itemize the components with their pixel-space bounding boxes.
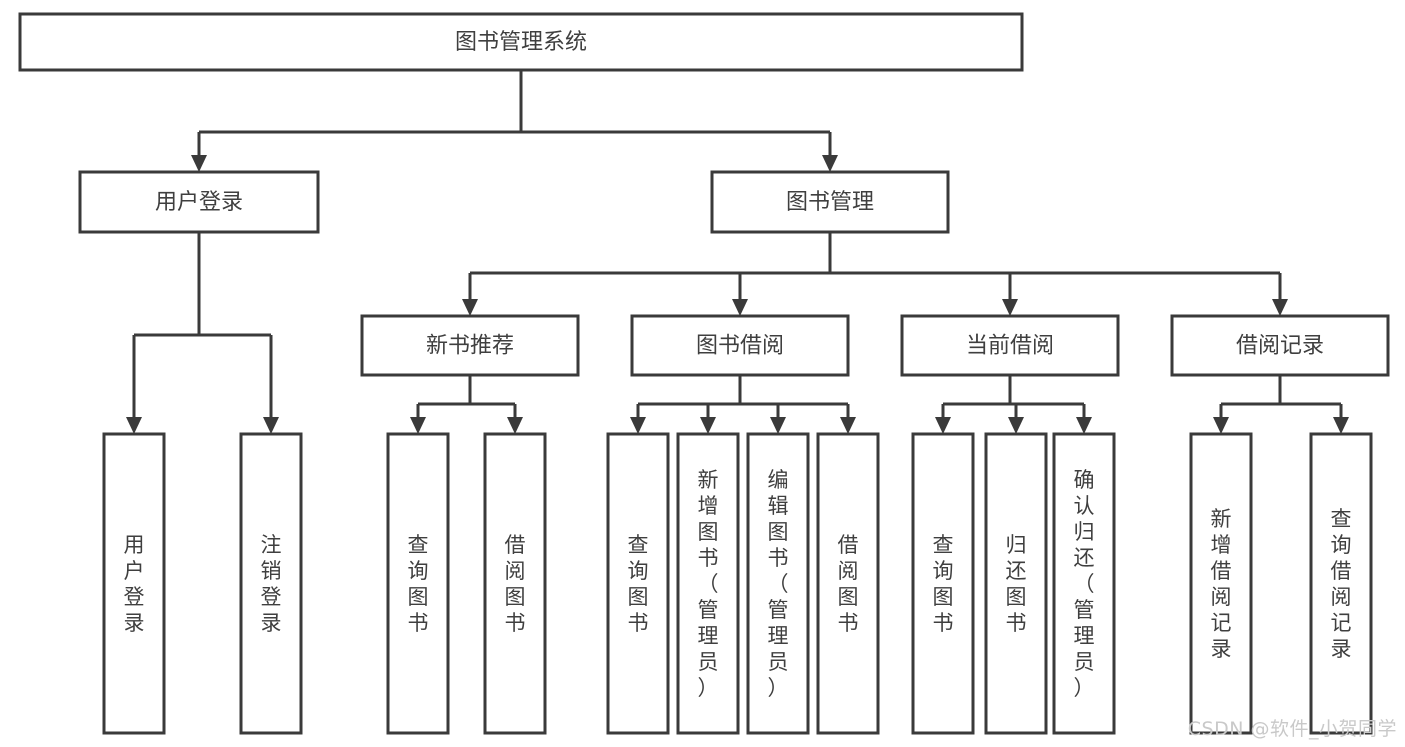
csdn-watermark: CSDN @软件_小贺同学 xyxy=(1187,718,1397,740)
node-label-book-borrow: 图书借阅 xyxy=(696,334,784,359)
node-box-user-login[interactable] xyxy=(78,170,320,234)
node-box-book-borrow[interactable] xyxy=(630,314,850,377)
arrow-icon-borrow-record xyxy=(1272,299,1288,316)
node-box-leaf-edit-book-admin[interactable] xyxy=(746,432,810,735)
node-box-leaf-user-login[interactable] xyxy=(102,432,166,735)
node-leaf-query-book-borrow[interactable]: 查询图书 xyxy=(606,432,670,735)
node-book-borrow[interactable]: 图书借阅 xyxy=(630,314,850,377)
node-label-leaf-edit-book-admin: 编辑图书（管理员） xyxy=(768,468,789,700)
node-box-borrow-record[interactable] xyxy=(1170,314,1390,377)
node-leaf-confirm-return-admin[interactable]: 确认归还（管理员） xyxy=(1052,432,1116,735)
node-box-root[interactable] xyxy=(18,12,1024,72)
node-label-current-borrow: 当前借阅 xyxy=(966,334,1054,359)
node-box-leaf-query-book-borrow[interactable] xyxy=(606,432,670,735)
node-label-user-login: 用户登录 xyxy=(155,190,243,215)
arrow-icon-book-borrow xyxy=(732,299,748,316)
arrow-icon-leaf-return-book xyxy=(1008,417,1024,434)
node-label-leaf-query-book-recommend: 查询图书 xyxy=(408,533,429,635)
node-box-leaf-add-borrow-record[interactable] xyxy=(1189,432,1253,735)
arrow-icon-current-borrow xyxy=(1002,299,1018,316)
node-leaf-return-book[interactable]: 归还图书 xyxy=(984,432,1048,735)
node-current-borrow[interactable]: 当前借阅 xyxy=(900,314,1120,377)
node-label-root: 图书管理系统 xyxy=(455,30,587,55)
arrow-icon-leaf-query-borrow-record xyxy=(1333,417,1349,434)
node-borrow-record[interactable]: 借阅记录 xyxy=(1170,314,1390,377)
node-box-leaf-user-logout[interactable] xyxy=(239,432,303,735)
node-leaf-query-borrow-record[interactable]: 查询借阅记录 xyxy=(1309,432,1373,735)
node-root[interactable]: 图书管理系统 xyxy=(18,12,1024,72)
arrow-icon-leaf-edit-book-admin xyxy=(770,417,786,434)
node-leaf-add-borrow-record[interactable]: 新增借阅记录 xyxy=(1189,432,1253,735)
arrow-icon-leaf-borrow-book-recommend xyxy=(507,417,523,434)
node-leaf-query-book-current[interactable]: 查询图书 xyxy=(911,432,975,735)
arrow-icon-new-book-recommend xyxy=(462,299,478,316)
node-label-leaf-confirm-return-admin: 确认归还（管理员） xyxy=(1074,468,1095,700)
arrow-icon-leaf-query-book-current xyxy=(935,417,951,434)
node-box-new-book-recommend[interactable] xyxy=(360,314,580,377)
node-box-leaf-query-borrow-record[interactable] xyxy=(1309,432,1373,735)
node-layer: 图书管理系统用户登录图书管理新书推荐图书借阅当前借阅借阅记录用户登录注销登录查询… xyxy=(18,12,1390,735)
arrow-icon-leaf-query-book-borrow xyxy=(630,417,646,434)
node-box-book-manage[interactable] xyxy=(710,170,950,234)
node-label-leaf-query-book-current: 查询图书 xyxy=(933,533,954,635)
node-label-leaf-user-login: 用户登录 xyxy=(124,533,145,635)
node-label-new-book-recommend: 新书推荐 xyxy=(426,334,514,359)
arrow-icon-leaf-confirm-return-admin xyxy=(1076,417,1092,434)
arrow-icon-leaf-query-book-recommend xyxy=(410,417,426,434)
node-label-borrow-record: 借阅记录 xyxy=(1236,334,1324,359)
node-box-leaf-query-book-recommend[interactable] xyxy=(386,432,450,735)
node-leaf-user-login[interactable]: 用户登录 xyxy=(102,432,166,735)
arrow-icon-leaf-add-borrow-record xyxy=(1213,417,1229,434)
node-label-leaf-query-borrow-record: 查询借阅记录 xyxy=(1331,507,1352,661)
node-label-book-manage: 图书管理 xyxy=(786,190,874,215)
node-box-leaf-query-book-current[interactable] xyxy=(911,432,975,735)
node-label-leaf-return-book: 归还图书 xyxy=(1006,533,1027,635)
node-box-leaf-borrow-book[interactable] xyxy=(816,432,880,735)
node-leaf-borrow-book[interactable]: 借阅图书 xyxy=(816,432,880,735)
arrow-icon-leaf-add-book-admin xyxy=(700,417,716,434)
arrow-icon-leaf-borrow-book xyxy=(840,417,856,434)
node-box-leaf-confirm-return-admin[interactable] xyxy=(1052,432,1116,735)
node-new-book-recommend[interactable]: 新书推荐 xyxy=(360,314,580,377)
node-label-leaf-user-logout: 注销登录 xyxy=(261,533,282,635)
node-label-leaf-borrow-book-recommend: 借阅图书 xyxy=(505,533,526,635)
node-leaf-query-book-recommend[interactable]: 查询图书 xyxy=(386,432,450,735)
node-leaf-borrow-book-recommend[interactable]: 借阅图书 xyxy=(483,432,547,735)
node-label-leaf-add-borrow-record: 新增借阅记录 xyxy=(1211,507,1232,661)
node-leaf-edit-book-admin[interactable]: 编辑图书（管理员） xyxy=(746,432,810,735)
node-leaf-user-logout[interactable]: 注销登录 xyxy=(239,432,303,735)
arrow-icon-leaf-user-logout xyxy=(263,417,279,434)
node-box-leaf-return-book[interactable] xyxy=(984,432,1048,735)
node-label-leaf-add-book-admin: 新增图书（管理员） xyxy=(698,468,719,700)
connector-layer xyxy=(126,70,1349,434)
arrow-icon-user-login xyxy=(191,155,207,172)
node-box-current-borrow[interactable] xyxy=(900,314,1120,377)
node-box-leaf-borrow-book-recommend[interactable] xyxy=(483,432,547,735)
node-book-manage[interactable]: 图书管理 xyxy=(710,170,950,234)
node-label-leaf-query-book-borrow: 查询图书 xyxy=(628,533,649,635)
node-user-login[interactable]: 用户登录 xyxy=(78,170,320,234)
node-box-leaf-add-book-admin[interactable] xyxy=(676,432,740,735)
node-leaf-add-book-admin[interactable]: 新增图书（管理员） xyxy=(676,432,740,735)
arrow-icon-book-manage xyxy=(822,155,838,172)
arrow-icon-leaf-user-login xyxy=(126,417,142,434)
node-label-leaf-borrow-book: 借阅图书 xyxy=(838,533,859,635)
